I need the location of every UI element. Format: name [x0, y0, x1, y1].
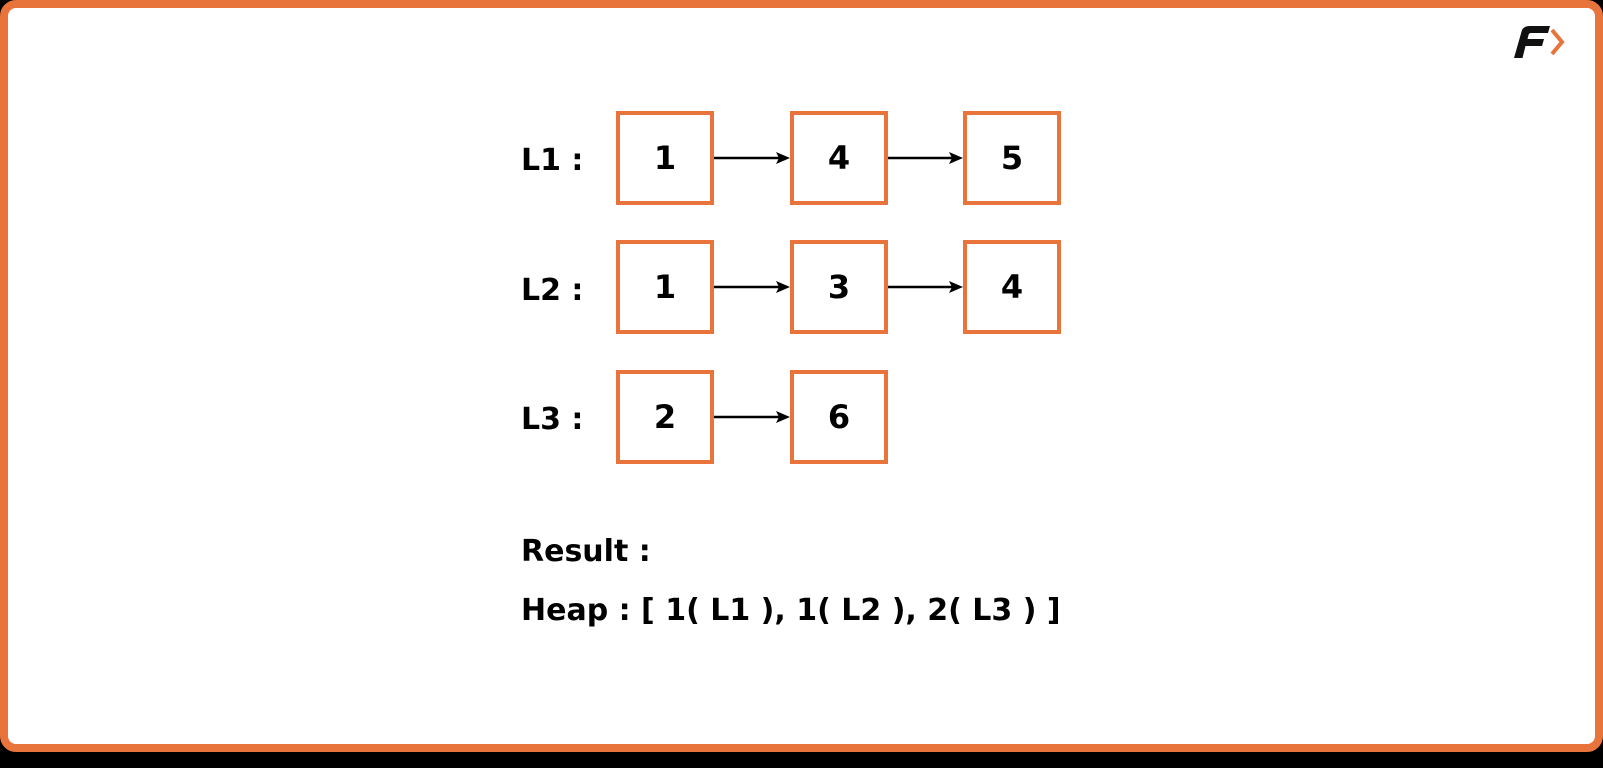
list-node: 5: [963, 111, 1061, 205]
list-label-l1: L1 :: [521, 143, 584, 178]
list-node: 2: [616, 370, 714, 464]
list-node: 1: [616, 111, 714, 205]
list-node: 3: [790, 240, 888, 334]
heap-contents: Heap : [ 1( L1 ), 1( L2 ), 2( L3 ) ]: [521, 593, 1061, 628]
arrow-right-icon: [714, 411, 790, 423]
arrow-right-icon: [714, 152, 790, 164]
list-node: 1: [616, 240, 714, 334]
result-title: Result :: [521, 534, 651, 569]
list-label-l3: L3 :: [521, 402, 584, 437]
arrow-right-icon: [888, 281, 963, 293]
arrow-right-icon: [888, 152, 963, 164]
list-node: 4: [790, 111, 888, 205]
arrow-right-icon: [714, 281, 790, 293]
list-node: 4: [963, 240, 1061, 334]
list-label-l2: L2 :: [521, 273, 584, 308]
brand-logo-icon: [1514, 26, 1565, 58]
list-node: 6: [790, 370, 888, 464]
